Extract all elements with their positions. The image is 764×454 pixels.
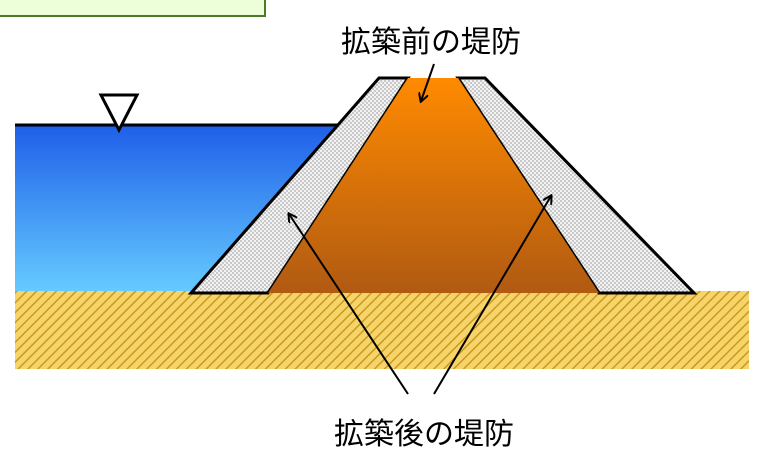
arrow-after-right <box>433 196 551 395</box>
levee-core-original <box>268 78 599 293</box>
ground-hatched <box>15 291 749 369</box>
arrow-before <box>421 63 435 101</box>
arrow-after-left <box>289 214 409 395</box>
label-after-enlargement: 拡築後の堤防 <box>334 417 514 452</box>
header-box <box>0 0 266 17</box>
label-before-enlargement: 拡築前の堤防 <box>341 25 521 60</box>
water-level-triangle-icon <box>98 93 140 134</box>
